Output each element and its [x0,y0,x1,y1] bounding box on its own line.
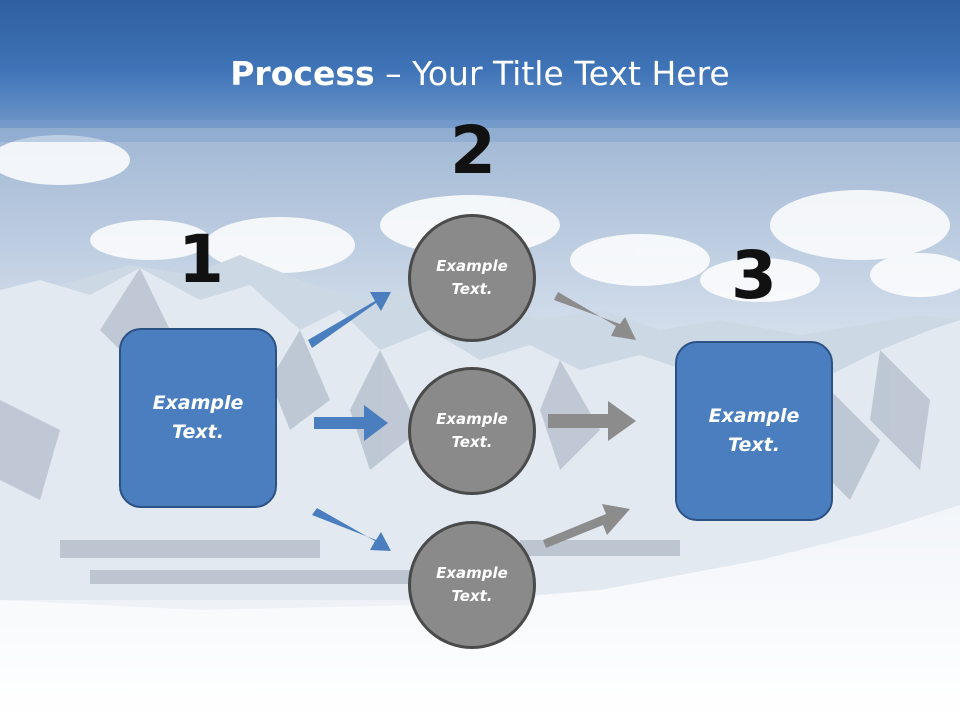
arrows-output [543,292,636,548]
arrow-to-circle-1 [308,292,391,348]
slide-title: Process – Your Title Text Here [0,52,960,96]
arrow-to-circle-2 [314,405,388,441]
process-circle-3-text: Example Text. [436,564,508,605]
process-circle-3: Example Text. [408,521,536,649]
header-fade [0,120,960,142]
slide-title-bold: Process [230,54,375,93]
process-circle-1-text: Example Text. [436,257,508,298]
process-circle-2: Example Text. [408,367,536,495]
arrow-to-circle-3 [312,508,391,551]
process-circle-2-text: Example Text. [436,410,508,451]
arrow-from-circle-3 [543,504,630,548]
input-box: Example Text. [119,328,277,508]
arrow-from-circle-1 [554,292,636,340]
output-box-text: Example Text. [708,405,800,456]
tree-lines [60,540,680,584]
output-box: Example Text. [675,341,833,521]
process-circle-1: Example Text. [408,214,536,342]
step-number-2: 2 [450,112,496,189]
slide-title-rest: – Your Title Text Here [374,54,730,93]
step-number-3: 3 [731,237,777,314]
step-number-1: 1 [178,221,224,298]
header-band [0,0,960,128]
arrow-from-circle-2 [548,401,636,441]
input-box-text: Example Text. [152,392,244,443]
clouds [0,135,960,302]
arrows-input [308,292,391,551]
